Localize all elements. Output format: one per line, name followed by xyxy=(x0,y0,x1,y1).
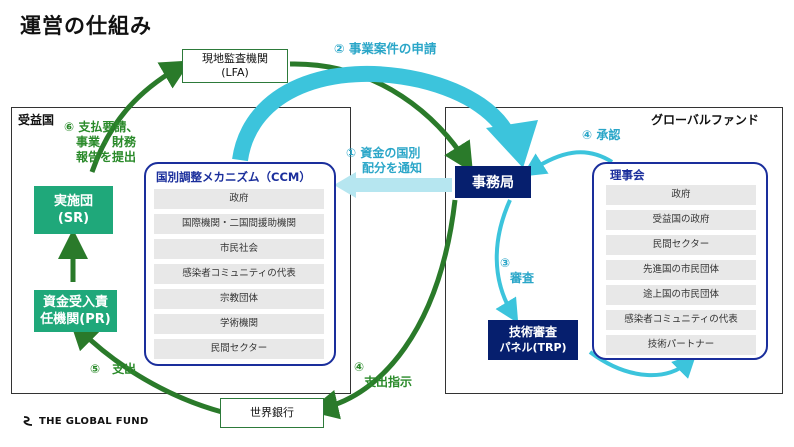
page-title: 運営の仕組み xyxy=(20,14,152,38)
board-title: 理事会 xyxy=(610,168,645,182)
board-item: 途上国の市民団体 xyxy=(606,285,756,305)
trp-line2: パネル(TRP) xyxy=(499,341,567,354)
step-3-label: ③ 審査 xyxy=(500,256,534,286)
lfa-line1: 現地監査機関 xyxy=(202,52,268,65)
sr-box: 実施団 (SR) xyxy=(34,186,113,234)
trp-line1: 技術審査 xyxy=(508,325,557,339)
ccm-item: 民間セクター xyxy=(154,339,324,359)
ccm-item: 宗教団体 xyxy=(154,289,324,309)
step-1-line2: 配分を通知 xyxy=(362,161,423,175)
arrow-lfa-to-secretariat xyxy=(289,61,473,173)
pr-line2: 任機関(PR) xyxy=(40,312,111,327)
sr-line2: (SR) xyxy=(57,211,90,226)
world-bank-label: 世界銀行 xyxy=(250,406,294,419)
step-2-label: ② 事業案件の申請 xyxy=(334,41,437,56)
step-1-label: ① 資金の国別 配分を通知 xyxy=(346,146,422,176)
step-6-line2: 事業・財務 xyxy=(76,135,137,149)
arrow-ccm-to-secretariat xyxy=(232,65,518,162)
arrow-secretariat-to-ccm-head xyxy=(334,172,356,198)
lfa-box: 現地監査機関 (LFA) xyxy=(182,49,288,83)
board-item: 民間セクター xyxy=(606,235,756,255)
secretariat-box: 事務局 xyxy=(455,166,531,198)
recipient-country-label: 受益国 xyxy=(18,113,55,127)
step-4-approval-label: ④ 承認 xyxy=(582,128,621,142)
board-item: 政府 xyxy=(606,185,756,205)
ccm-item: 学術機関 xyxy=(154,314,324,334)
step-6-line3: 報告を提出 xyxy=(76,150,137,164)
secretariat-label: 事務局 xyxy=(472,175,514,191)
global-fund-logo-text: THE GLOBAL FUND xyxy=(39,415,149,427)
board-item-list: 政府受益国の政府民間セクター先進国の市民団体途上国の市民団体感染者コミュニティの… xyxy=(606,185,756,355)
board-item: 感染者コミュニティの代表 xyxy=(606,310,756,330)
arrow-secretariat-to-worldbank xyxy=(308,199,458,420)
step-3-line1: ③ xyxy=(500,256,511,270)
board-item: 受益国の政府 xyxy=(606,210,756,230)
ccm-title: 国別調整メカニズム（CCM） xyxy=(156,170,311,184)
step-4-text: 支出指示 xyxy=(364,375,413,389)
arrow-secretariat-to-trp xyxy=(494,199,519,324)
trp-box: 技術審査 パネル(TRP) xyxy=(488,320,578,360)
board-group: 理事会 政府受益国の政府民間セクター先進国の市民団体途上国の市民団体感染者コミュ… xyxy=(592,162,768,360)
sr-line1: 実施団 xyxy=(53,194,93,209)
arrow-trp-to-board xyxy=(588,350,697,379)
global-fund-logo: THE GLOBAL FUND xyxy=(22,415,149,427)
step-5-label: ⑤ 支出 xyxy=(90,362,137,376)
step-6-label: ⑥ 支払要請、 事業・財務 報告を提出 xyxy=(64,120,138,165)
ccm-item: 感染者コミュニティの代表 xyxy=(154,264,324,284)
step-4-payment-instruction-label: ④ 支出指示 xyxy=(354,360,412,390)
global-fund-label: グローバルファンド xyxy=(651,113,759,127)
step-4-number: ④ xyxy=(354,360,365,374)
world-bank-box: 世界銀行 xyxy=(220,398,324,428)
global-fund-logo-icon xyxy=(23,416,33,426)
ccm-item: 市民社会 xyxy=(154,239,324,259)
board-item: 技術パートナー xyxy=(606,335,756,355)
step-1-line1: ① 資金の国別 xyxy=(346,146,421,160)
ccm-item: 政府 xyxy=(154,189,324,209)
lfa-line2: (LFA) xyxy=(221,66,249,79)
pr-line1: 資金受入責 xyxy=(42,295,108,310)
step-6-line1: ⑥ 支払要請、 xyxy=(64,120,139,134)
arrow-board-to-secretariat xyxy=(521,150,614,177)
ccm-group: 国別調整メカニズム（CCM） 政府国際機関・二国間援助機関市民社会感染者コミュニ… xyxy=(144,162,336,366)
arrow-worldbank-to-pr xyxy=(69,319,223,415)
arrow-recipient-to-lfa xyxy=(89,60,191,173)
ccm-item-list: 政府国際機関・二国間援助機関市民社会感染者コミュニティの代表宗教団体学術機関民間… xyxy=(154,189,324,359)
step-3-line2: 審査 xyxy=(510,271,535,285)
pr-box: 資金受入責 任機関(PR) xyxy=(34,290,117,332)
ccm-item: 国際機関・二国間援助機関 xyxy=(154,214,324,234)
board-item: 先進国の市民団体 xyxy=(606,260,756,280)
arrow-ccm-to-secretariat-head xyxy=(486,120,538,168)
